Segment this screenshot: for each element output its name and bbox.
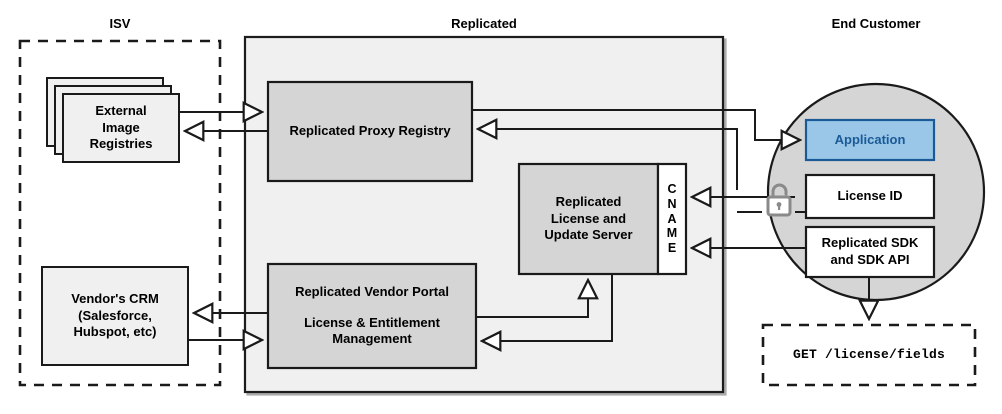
header-isv: ISV — [109, 16, 131, 31]
vendor-portal-sub-line-1: License & Entitlement — [304, 314, 440, 330]
header-end-customer: End Customer — [831, 16, 921, 31]
application-box — [804, 118, 936, 162]
edge-proxy-to-application — [472, 109, 800, 140]
cname-label: C N A M E — [658, 164, 686, 274]
cname-letter-c: C — [667, 182, 677, 197]
vendor-crm-box — [41, 266, 189, 366]
external-registries-box — [62, 93, 180, 163]
cname-letter-n: N — [667, 196, 677, 211]
license-update-server-box — [517, 162, 660, 276]
cname-box — [656, 162, 688, 276]
edge-vendorportal-to-licenseserver — [476, 280, 588, 318]
edge-customer-to-proxy — [478, 129, 738, 190]
vendor-portal-sub-line-2: Management — [332, 331, 412, 347]
license-id-box — [804, 173, 936, 220]
cname-letter-e: E — [667, 241, 677, 256]
header-replicated: Replicated — [451, 16, 517, 31]
proxy-registry-box — [266, 80, 474, 183]
cname-letter-a: A — [667, 211, 677, 226]
vendor-portal-label: Replicated Vendor Portal License & Entit… — [268, 264, 476, 368]
open-padlock-icon — [766, 183, 792, 217]
sdk-box — [804, 225, 936, 279]
vendor-portal-title: Replicated Vendor Portal — [295, 284, 449, 300]
edge-licenseserver-to-vendorportal — [482, 274, 613, 341]
cname-letter-m: M — [666, 226, 678, 241]
isv-container — [18, 39, 222, 387]
api-call-box — [761, 323, 977, 387]
vendor-portal-box — [266, 262, 478, 370]
